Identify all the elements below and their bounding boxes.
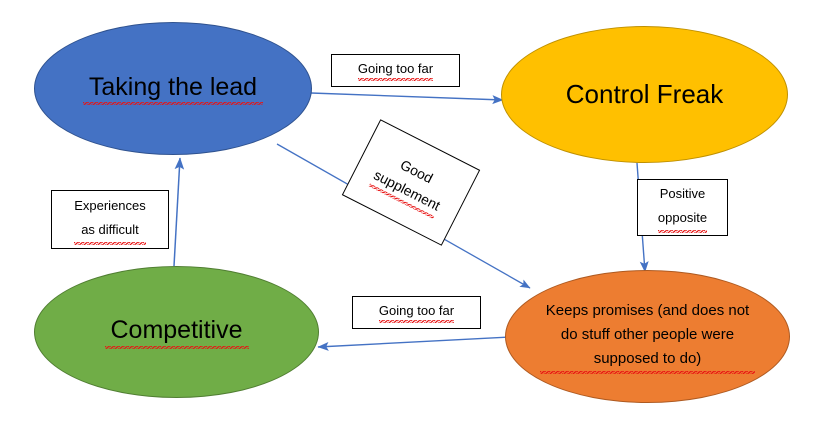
edge-label-text-going-too-far-bottom: Going too far (378, 301, 455, 324)
edge-lead-to-control-freak (310, 92, 504, 105)
edge-keeps-promises-to-competitive (317, 336, 511, 351)
edge-label-going-too-far-bottom[interactable]: Going too far (352, 296, 481, 329)
edge-label-text-positive-opposite: Positive opposite (657, 181, 708, 234)
edge-label-experiences-as-difficult[interactable]: Experiences as difficult (51, 190, 169, 249)
node-competitive[interactable]: Competitive (34, 266, 319, 398)
edge-label-text-good-supplement: Good supplement (368, 146, 454, 219)
edge-label-positive-opposite[interactable]: Positive opposite (637, 179, 728, 236)
edge-label-text-experiences-as-difficult: Experiences as difficult (74, 193, 146, 246)
node-label-competitive: Competitive (104, 315, 249, 349)
edge-label-going-too-far-top[interactable]: Going too far (331, 54, 460, 87)
node-label-control-freak: Control Freak (565, 78, 724, 109)
node-taking-the-lead[interactable]: Taking the lead (34, 22, 312, 155)
node-keeps-promises[interactable]: Keeps promises (and does not do stuff ot… (505, 270, 790, 403)
edge-label-text-going-too-far-top: Going too far (357, 59, 434, 82)
node-control-freak[interactable]: Control Freak (501, 26, 788, 163)
node-label-keeps-promises: Keeps promises (and does not do stuff ot… (539, 298, 756, 375)
node-label-taking-the-lead: Taking the lead (82, 71, 264, 106)
edge-competitive-to-lead (173, 157, 185, 267)
